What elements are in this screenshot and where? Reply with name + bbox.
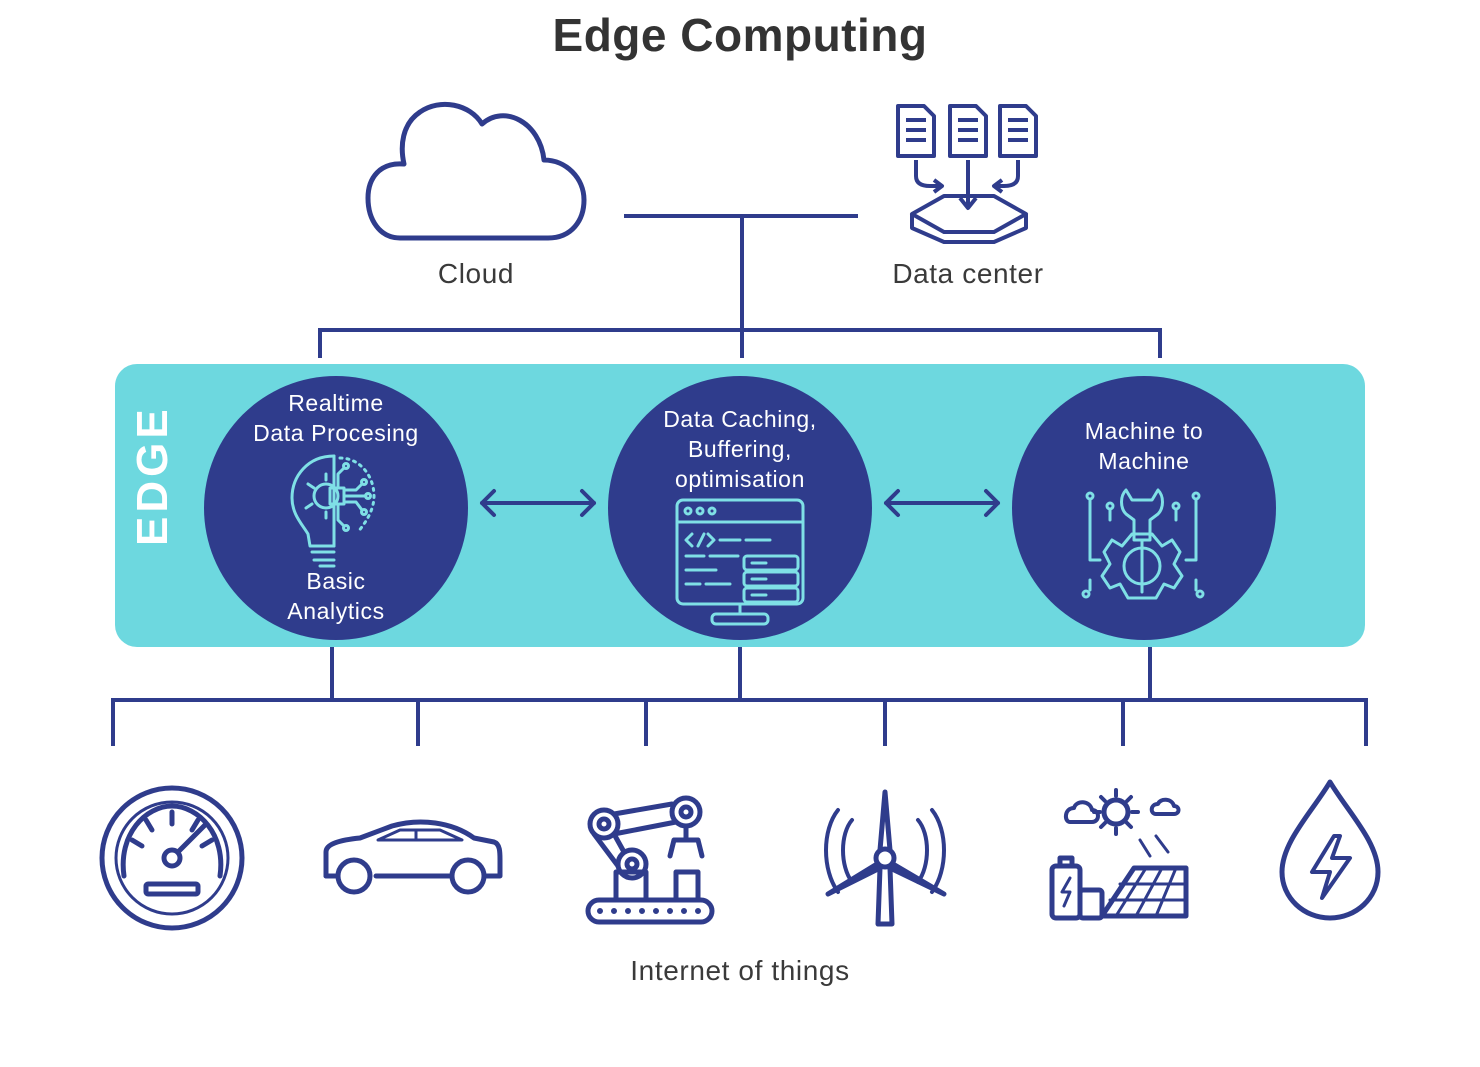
wrench-gear-icon [1081, 488, 1205, 600]
data-center-label: Data center [892, 258, 1044, 289]
node-subtitle-line: Analytics [287, 598, 385, 624]
double-arrow-icon [884, 489, 1000, 517]
page-title: Edge Computing [552, 9, 928, 61]
edge-node-realtime-processing: Realtime Data Procesing Basic Analytics [204, 376, 468, 640]
cloud-label: Cloud [437, 258, 515, 289]
edge-node-data-caching: Data Caching, Buffering, optimisation [608, 376, 872, 640]
iot-label: Internet of things [630, 955, 850, 986]
node-title-line: optimisation [675, 466, 805, 492]
wind-turbine-icon [824, 789, 947, 927]
double-arrow-icon [480, 489, 596, 517]
node-title-line: Data Procesing [253, 420, 419, 446]
server-code-icon [675, 498, 805, 626]
solar-energy-icon [1049, 788, 1189, 921]
edge-node-machine-to-machine: Machine to Machine [1012, 376, 1276, 640]
node-title-line: Realtime [288, 390, 384, 416]
water-energy-icon [1279, 779, 1381, 921]
robot-arm-icon [585, 795, 715, 925]
car-icon [323, 819, 503, 895]
node-title-line: Data Caching, [663, 406, 817, 432]
lightbulb-gear-icon [290, 454, 376, 568]
node-title-line: Machine [1098, 448, 1190, 474]
speedometer-icon [99, 785, 245, 931]
node-subtitle-line: Basic [306, 568, 366, 594]
node-title-line: Buffering, [687, 436, 793, 462]
node-title-line: Machine to [1084, 418, 1204, 444]
